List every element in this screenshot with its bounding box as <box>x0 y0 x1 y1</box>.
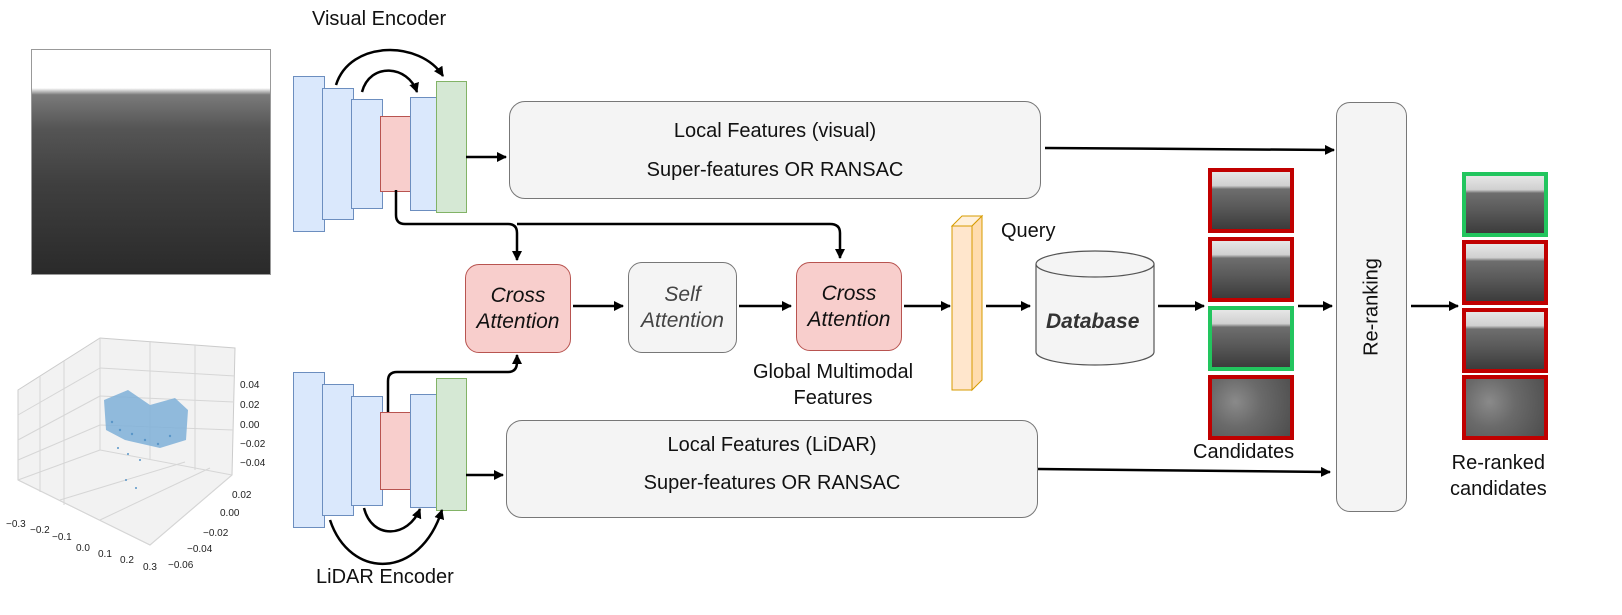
local-features-visual-title: Local Features (visual) <box>673 120 877 142</box>
skip-connection <box>328 509 445 566</box>
arrow-local-visual-reranking <box>1044 144 1335 155</box>
visual-output-block <box>436 81 467 213</box>
z-tick: −0.04 <box>240 458 266 469</box>
database-label: Database <box>1046 310 1140 333</box>
skip-connection <box>360 69 419 93</box>
query-label: Query <box>1001 220 1056 242</box>
cross-attention-2-line1: Cross <box>821 281 877 305</box>
x-tick: −0.2 <box>30 525 50 536</box>
visual-decoder-block <box>410 97 440 211</box>
y-tick: −0.02 <box>203 528 229 539</box>
reranked-label-line1: Re-ranked <box>1451 452 1546 474</box>
reranked-label: Re-ranked candidates <box>1450 450 1547 502</box>
self-attention-line1: Self <box>664 282 701 306</box>
camera-image <box>31 49 271 275</box>
z-tick: 0.04 <box>240 380 260 391</box>
lidar-decoder-block <box>410 394 440 508</box>
candidate-image <box>1208 237 1294 302</box>
reranked-image <box>1462 172 1548 237</box>
x-tick: 0.0 <box>76 543 90 554</box>
x-tick: 0.3 <box>143 562 157 573</box>
lidar-pointcloud-plot: 0.04 0.02 0.00 −0.02 −0.04 0.02 0.00 −0.… <box>6 337 266 573</box>
y-tick: −0.06 <box>168 560 194 571</box>
visual-encoder-title: Visual Encoder <box>312 8 447 30</box>
candidate-image <box>1208 375 1294 440</box>
cross-attention-1: Cross Attention <box>465 264 571 353</box>
global-features-label: Global Multimodal Features <box>748 359 918 411</box>
cross-attention-1-line2: Attention <box>476 309 560 333</box>
candidate-image <box>1208 306 1294 371</box>
z-tick: −0.02 <box>240 439 266 450</box>
local-features-visual-box: Local Features (visual) Super-features O… <box>509 101 1041 199</box>
arrow-lidar-cross1 <box>386 354 522 412</box>
local-features-lidar-method: Super-features OR RANSAC <box>643 472 901 494</box>
local-features-lidar-title: Local Features (LiDAR) <box>667 434 877 456</box>
local-features-visual-method: Super-features OR RANSAC <box>646 159 904 181</box>
x-tick: −0.3 <box>6 519 26 530</box>
lidar-encoder-block <box>293 372 325 528</box>
candidates-label: Candidates <box>1193 441 1295 463</box>
cross-attention-2-line2: Attention <box>807 307 891 331</box>
lidar-encoder-block <box>322 384 354 516</box>
self-attention: Self Attention <box>628 262 737 353</box>
reranked-image <box>1462 375 1548 440</box>
visual-encoder-block <box>322 88 354 220</box>
y-tick: 0.02 <box>232 490 252 501</box>
y-tick: 0.00 <box>220 508 240 519</box>
candidate-image <box>1208 168 1294 233</box>
z-tick: 0.00 <box>240 420 260 431</box>
arrow-local-lidar-reranking <box>1037 466 1331 477</box>
reranking-box: Re-ranking <box>1336 102 1407 512</box>
global-features-line2: Features <box>793 387 873 409</box>
lidar-output-block <box>436 378 467 511</box>
database-icon <box>1035 250 1155 366</box>
lidar-encoder-block <box>351 396 383 506</box>
global-features-line1: Global Multimodal <box>752 361 914 383</box>
x-tick: 0.2 <box>120 555 134 566</box>
x-tick: 0.1 <box>98 549 112 560</box>
cross-attention-1-line1: Cross <box>490 283 546 307</box>
arrow-visual-cross2 <box>517 222 845 259</box>
reranked-image <box>1462 240 1548 305</box>
skip-connection <box>334 48 445 86</box>
visual-encoder-block <box>351 99 383 209</box>
self-attention-line2: Attention <box>641 308 724 332</box>
reranked-image <box>1462 308 1548 373</box>
arrow-visual-cross1 <box>394 190 522 261</box>
skip-connection <box>362 507 422 533</box>
cross-attention-2: Cross Attention <box>796 262 902 351</box>
lidar-encoder-title: LiDAR Encoder <box>316 566 454 588</box>
reranked-label-line2: candidates <box>1450 478 1547 500</box>
x-tick: −0.1 <box>52 532 72 543</box>
visual-bottleneck-block <box>380 116 412 192</box>
y-tick: −0.04 <box>187 544 213 555</box>
query-vector <box>950 214 984 392</box>
z-tick: 0.02 <box>240 400 260 411</box>
local-features-lidar-box: Local Features (LiDAR) Super-features OR… <box>506 420 1038 518</box>
